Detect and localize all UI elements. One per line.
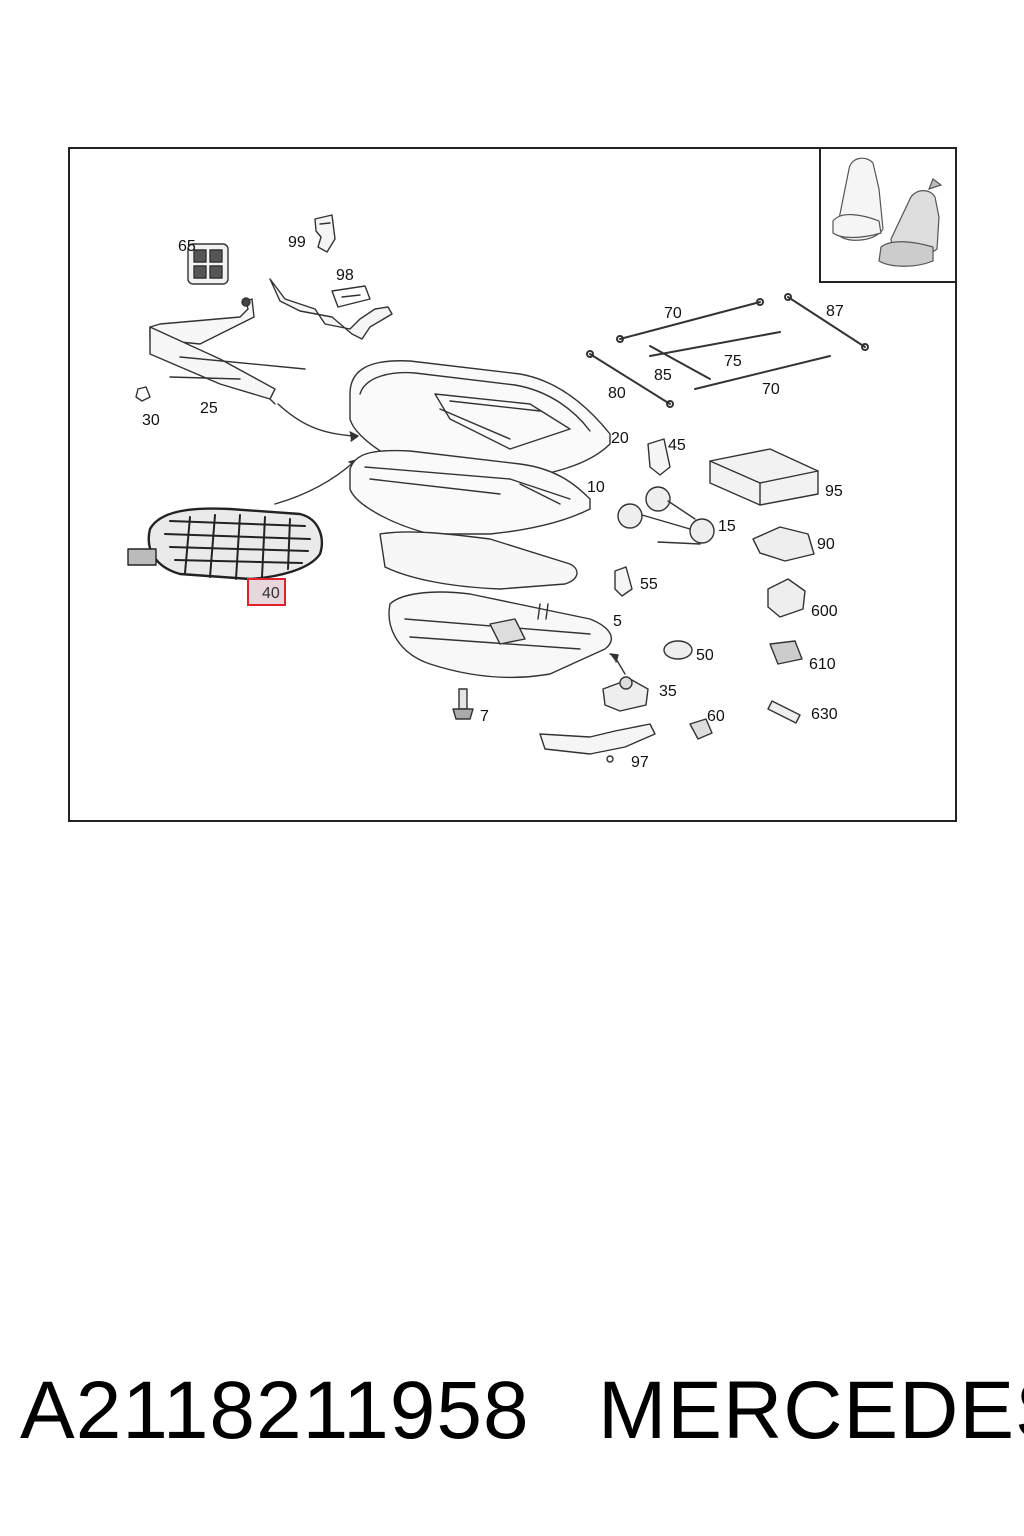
- plug-part-60: [689, 718, 713, 740]
- callout-90: 90: [817, 536, 835, 553]
- callout-85: 85: [654, 367, 672, 384]
- cap-part-50: [663, 640, 693, 660]
- callout-55: 55: [640, 576, 658, 593]
- callout-80: 80: [608, 385, 626, 402]
- pad-part-95: [709, 448, 819, 506]
- part-number: A2118211958: [20, 1365, 530, 1456]
- bolt-part-7: [452, 688, 474, 720]
- callout-60: 60: [707, 708, 725, 725]
- callout-45: 45: [668, 437, 686, 454]
- bracket-part-98: [269, 278, 393, 340]
- clip-part-99: [314, 214, 336, 253]
- bulb-part-630: [767, 700, 801, 724]
- callout-97: 97: [631, 754, 649, 771]
- callout-70-top: 70: [664, 305, 682, 322]
- seat-overview-icon: [832, 157, 943, 267]
- brand-name: MERCEDES: [598, 1365, 1024, 1456]
- connector-part-610: [769, 640, 803, 665]
- exploded-seat-drawing: [127, 214, 869, 763]
- callout-15: 15: [718, 518, 736, 535]
- callout-630: 630: [811, 706, 838, 723]
- callout-10: 10: [587, 479, 605, 496]
- spring-part-15: [617, 486, 715, 545]
- parts-diagram: 65 99 98 70 87 75 85 80 70 30 25 20 45 9…: [68, 147, 957, 822]
- clip-part-30: [135, 386, 151, 402]
- callout-40-highlighted[interactable]: 40: [247, 578, 286, 606]
- callout-75: 75: [724, 353, 742, 370]
- callout-65: 65: [178, 238, 196, 255]
- clip-part-55: [614, 566, 633, 597]
- callout-99: 99: [288, 234, 306, 251]
- callout-610: 610: [809, 656, 836, 673]
- bracket-part-97: [539, 723, 656, 763]
- callout-35: 35: [659, 683, 677, 700]
- callout-87: 87: [826, 303, 844, 320]
- clip-part-45: [647, 438, 671, 476]
- callout-25: 25: [200, 400, 218, 417]
- heating-mat-part-40: [127, 507, 323, 581]
- callout-70-bottom: 70: [762, 381, 780, 398]
- knob-part-35: [602, 653, 649, 712]
- callout-20: 20: [611, 430, 629, 447]
- seat-location-inset: [819, 149, 955, 283]
- switch-part-600: [767, 578, 806, 618]
- callout-5: 5: [613, 613, 622, 630]
- callout-7: 7: [480, 708, 489, 725]
- callout-30: 30: [142, 412, 160, 429]
- cushion-part-10: [349, 449, 591, 535]
- callout-95: 95: [825, 483, 843, 500]
- rail-frame-part-25: [149, 297, 306, 405]
- seat-cover-part-20: [349, 360, 611, 480]
- rods-group: [586, 293, 869, 408]
- callout-600: 600: [811, 603, 838, 620]
- callout-50: 50: [696, 647, 714, 664]
- cover-part-90: [752, 526, 815, 562]
- callout-98: 98: [336, 267, 354, 284]
- switch-block-part: [187, 243, 229, 285]
- seat-pan-part-5: [388, 591, 612, 679]
